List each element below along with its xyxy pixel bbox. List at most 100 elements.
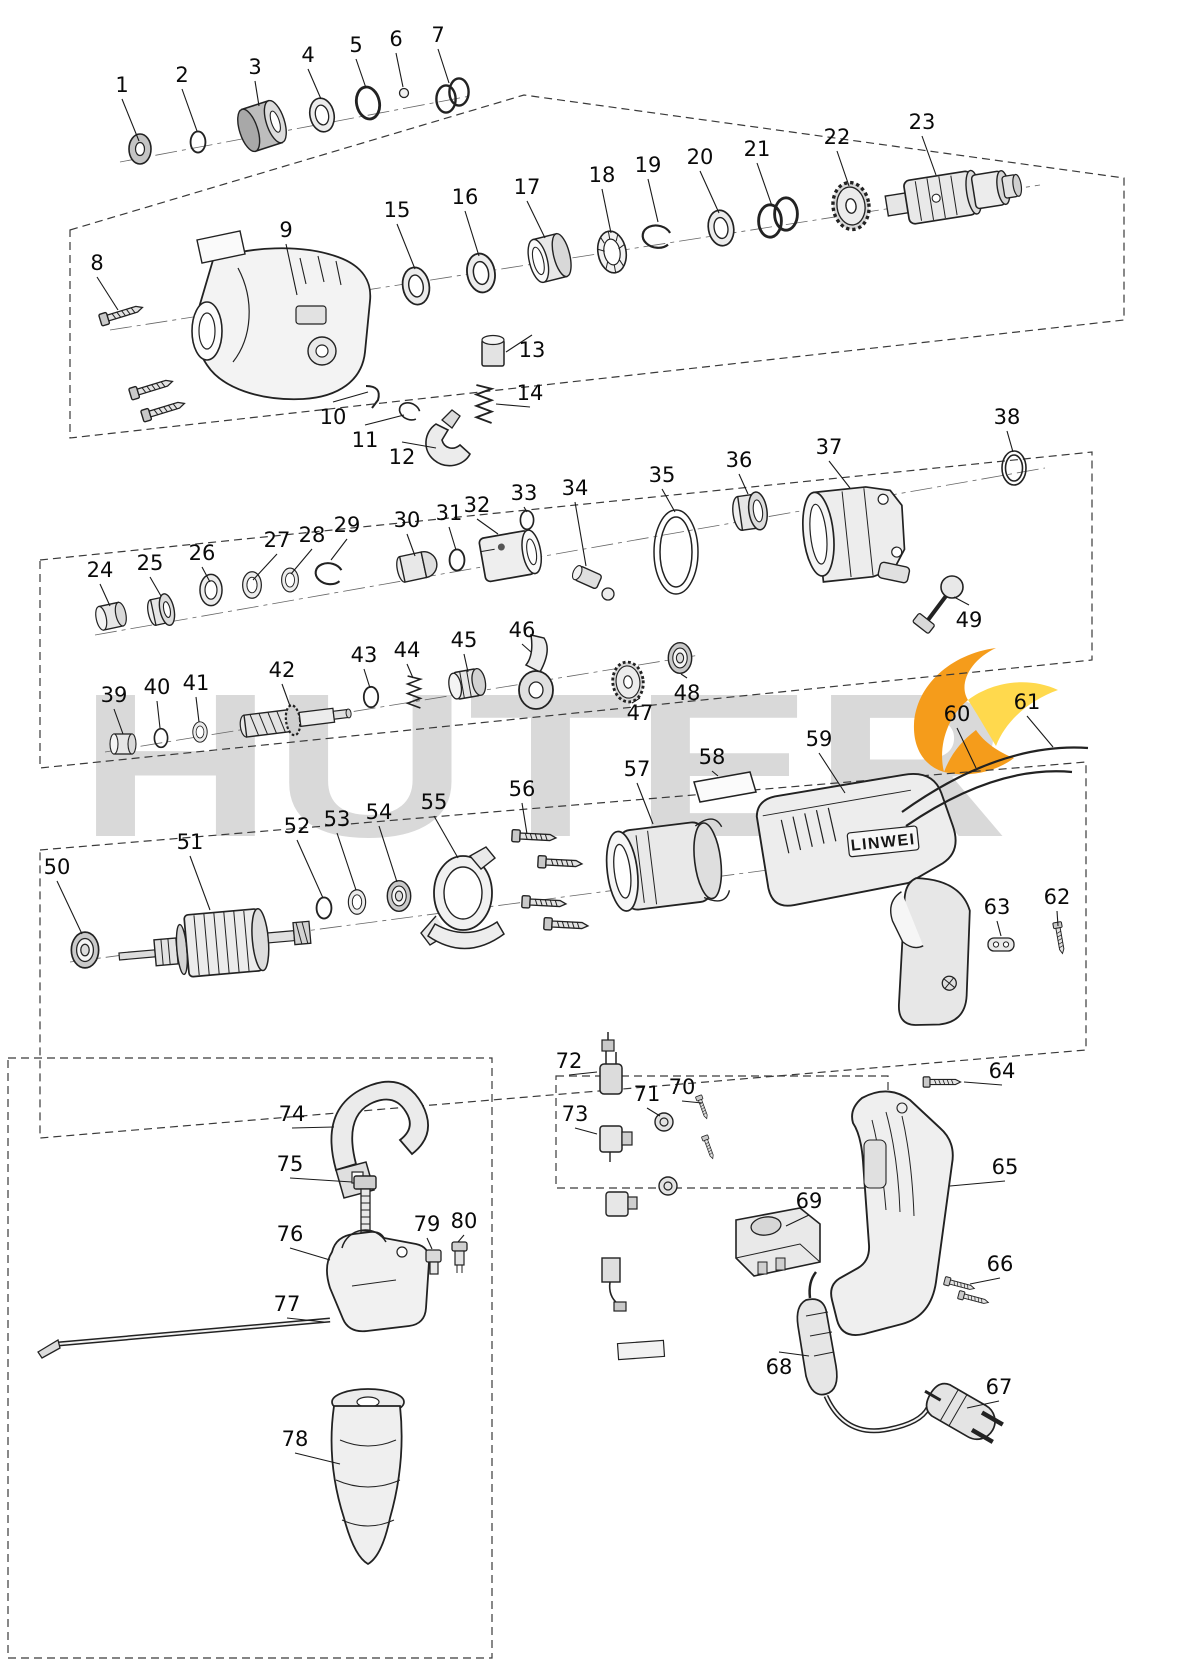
leader-line-15 — [396, 223, 416, 270]
leader-line-28 — [290, 548, 313, 575]
part-label-5: 5 — [349, 33, 362, 57]
part-79-fastener — [425, 1249, 442, 1275]
leader-line-69 — [785, 1214, 810, 1227]
part-72-capacitor — [599, 1032, 623, 1095]
leader-line-24 — [99, 583, 111, 607]
part-54-bearing — [386, 879, 412, 913]
part-35-large-oring — [653, 509, 699, 595]
leader-line-26 — [201, 566, 211, 583]
part-label-45: 45 — [451, 628, 478, 652]
leader-line-60 — [956, 727, 977, 769]
part-71-brush-caps — [654, 1112, 678, 1196]
part-label-56: 56 — [509, 777, 536, 801]
part-18-needle-bearing — [596, 230, 628, 274]
part-label-37: 37 — [816, 435, 843, 459]
part-label-41: 41 — [183, 671, 210, 695]
part-7-rings — [435, 77, 470, 114]
leader-line-19 — [647, 178, 659, 223]
part-label-60: 60 — [944, 702, 971, 726]
part-10-pin — [365, 385, 380, 409]
leader-line-11 — [364, 414, 405, 426]
leader-line-31 — [448, 526, 457, 551]
leader-line-8 — [96, 276, 119, 311]
part-68-cable-boot — [796, 1271, 838, 1396]
part-34-roller — [571, 565, 615, 601]
leader-line-6 — [395, 52, 404, 88]
part-63-clamp-plate — [987, 937, 1015, 952]
part-label-79: 79 — [414, 1212, 441, 1236]
part-24-bushing — [95, 601, 127, 631]
leader-line-38 — [1006, 430, 1014, 453]
leader-line-58 — [711, 770, 719, 777]
part-label-65: 65 — [992, 1155, 1019, 1179]
part-41-washer — [192, 721, 208, 743]
leader-line-35 — [661, 488, 676, 513]
part-label-18: 18 — [589, 163, 616, 187]
part-label-71: 71 — [634, 1082, 661, 1106]
part-label-25: 25 — [137, 551, 164, 575]
part-label-12: 12 — [389, 445, 416, 469]
part-label-14: 14 — [517, 381, 544, 405]
leader-line-75 — [289, 1177, 353, 1183]
part-67-plug — [924, 1382, 1004, 1444]
part-label-46: 46 — [509, 618, 536, 642]
part-32-cylinder — [478, 529, 543, 583]
part-label-63: 63 — [984, 895, 1011, 919]
part-42-gear-shaft — [239, 704, 352, 738]
assembly-boundary-top — [69, 94, 1125, 439]
part-label-26: 26 — [189, 541, 216, 565]
leader-line-32 — [476, 518, 499, 535]
part-label-75: 75 — [277, 1152, 304, 1176]
part-22-gear — [828, 178, 874, 234]
part-label-7: 7 — [431, 23, 444, 47]
part-16-ring — [463, 250, 499, 296]
leader-line-18 — [601, 188, 612, 234]
leader-line-71 — [646, 1107, 661, 1117]
leader-line-67 — [966, 1400, 1000, 1409]
part-36-sleeve-ring — [732, 491, 768, 532]
leader-line-61 — [1026, 715, 1054, 748]
part-label-28: 28 — [299, 523, 326, 547]
leader-line-29 — [330, 538, 348, 561]
leader-line-43 — [363, 668, 371, 689]
leader-line-54 — [378, 825, 398, 883]
part-29-circlip — [312, 560, 344, 587]
part-label-40: 40 — [144, 675, 171, 699]
leader-line-45 — [463, 653, 469, 673]
leader-line-22 — [836, 150, 850, 187]
part-19-circlip — [639, 222, 673, 251]
leader-line-12 — [401, 441, 437, 449]
leader-line-36 — [738, 473, 749, 495]
part-label-36: 36 — [726, 448, 753, 472]
part-15-ring — [398, 264, 434, 308]
leader-line-72 — [568, 1071, 598, 1076]
part-5-ring — [352, 83, 384, 123]
part-label-29: 29 — [334, 513, 361, 537]
part-58-plate — [693, 771, 757, 803]
part-label-67: 67 — [986, 1375, 1013, 1399]
part-label-13: 13 — [519, 338, 546, 362]
part-49-lever — [912, 575, 964, 634]
leader-line-50 — [56, 880, 83, 935]
part-label-4: 4 — [301, 43, 314, 67]
leader-line-10 — [332, 391, 369, 403]
part-39-bushing — [109, 733, 137, 755]
part-label-43: 43 — [351, 643, 378, 667]
part-20-ring — [704, 207, 738, 249]
leader-line-70 — [681, 1100, 703, 1104]
part-33-oring — [519, 509, 535, 531]
leader-line-64 — [963, 1081, 1003, 1086]
leader-line-33 — [523, 506, 528, 513]
part-label-73: 73 — [562, 1102, 589, 1126]
part-label-42: 42 — [269, 658, 296, 682]
part-label-10: 10 — [320, 405, 347, 429]
part-48-bearing — [667, 641, 693, 675]
part-12-clamp — [425, 409, 471, 467]
part-label-68: 68 — [766, 1355, 793, 1379]
part-28-ring — [281, 567, 299, 593]
part-label-6: 6 — [389, 27, 402, 51]
leader-line-65 — [949, 1180, 1006, 1187]
leader-line-40 — [156, 700, 161, 729]
part-label-59: 59 — [806, 727, 833, 751]
